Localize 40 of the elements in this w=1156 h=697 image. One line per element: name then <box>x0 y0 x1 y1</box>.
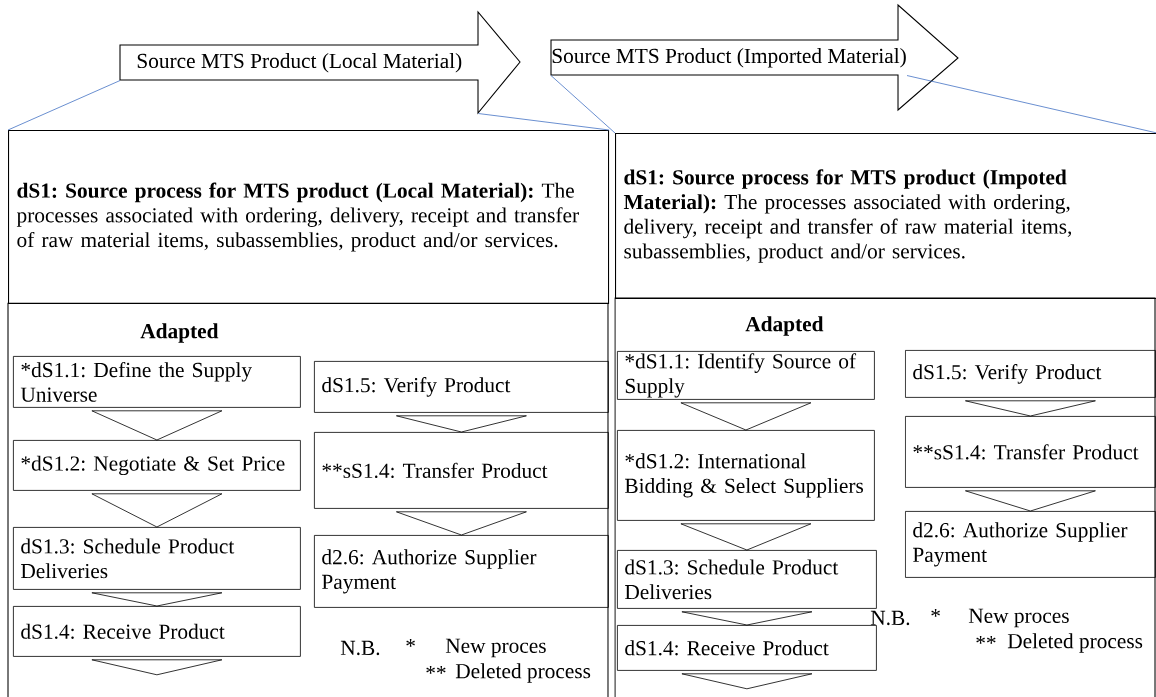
note-text: Deleted process <box>1007 633 1143 653</box>
process-box: dS1.5: Verify Product <box>314 361 609 413</box>
process-box: *dS1.1: Define the Supply Universe <box>13 356 301 408</box>
process-box: dS1.3: Schedule Product Deliveries <box>13 527 301 590</box>
process-box: *dS1.1: Identify Source of Supply <box>617 351 875 400</box>
chevron-arrow <box>396 511 527 536</box>
process-box: *dS1.2: Negotiate & Set Price <box>13 440 301 491</box>
chevron-arrow <box>680 402 812 431</box>
note-text: N.B. <box>870 610 910 626</box>
chevron-arrow <box>91 410 223 441</box>
chevron-arrow <box>680 523 812 551</box>
chevron-arrow <box>91 659 223 676</box>
process-box: d2.6: Authorize Supplier Payment <box>314 535 609 608</box>
chevron-arrow <box>681 673 813 690</box>
note-text: Deleted process <box>455 663 591 683</box>
zoom-line <box>550 75 616 134</box>
process-box: **sS1.4: Transfer Product <box>905 416 1156 488</box>
note-text: N.B. <box>340 640 380 656</box>
zoom-line <box>7 80 121 131</box>
process-box: dS1.3: Schedule Product Deliveries <box>617 550 877 609</box>
zoom-line <box>906 75 1156 134</box>
chevron-arrow <box>965 490 1096 512</box>
process-box: dS1.4: Receive Product <box>617 625 877 671</box>
process-box: d2.6: Authorize Supplier Payment <box>905 511 1156 578</box>
process-box: **sS1.4: Transfer Product <box>314 432 609 509</box>
zoom-line <box>478 113 610 131</box>
process-box: dS1.4: Receive Product <box>13 606 301 657</box>
description-box: dS1: Source process for MTS product (Impoted Material): The processes associated with ordering, delivery, receipt and transfer of raw material items, subassemblies, product and/or services. <box>615 133 1156 300</box>
note-text: ** <box>426 666 446 674</box>
description-box: dS1: Source process for MTS product (Local Material): The processes associated with ordering, delivery, receipt and transfer of raw material items, subassemblies, product and/or services. <box>8 130 610 305</box>
note-text: * <box>931 609 940 617</box>
note-text: ** <box>976 636 996 644</box>
chevron-arrow <box>91 493 223 528</box>
note-text: New proces <box>968 608 1069 628</box>
process-box: *dS1.2: International Bidding & Select Suppliers <box>617 430 875 521</box>
stage-banner: Source MTS Product (Imported Material) <box>550 3 959 112</box>
stage-banner: Source MTS Product (Local Material) <box>119 10 521 115</box>
note-text: * <box>406 639 415 647</box>
process-box: dS1.5: Verify Product <box>905 350 1156 398</box>
note-text: New proces <box>445 638 546 658</box>
